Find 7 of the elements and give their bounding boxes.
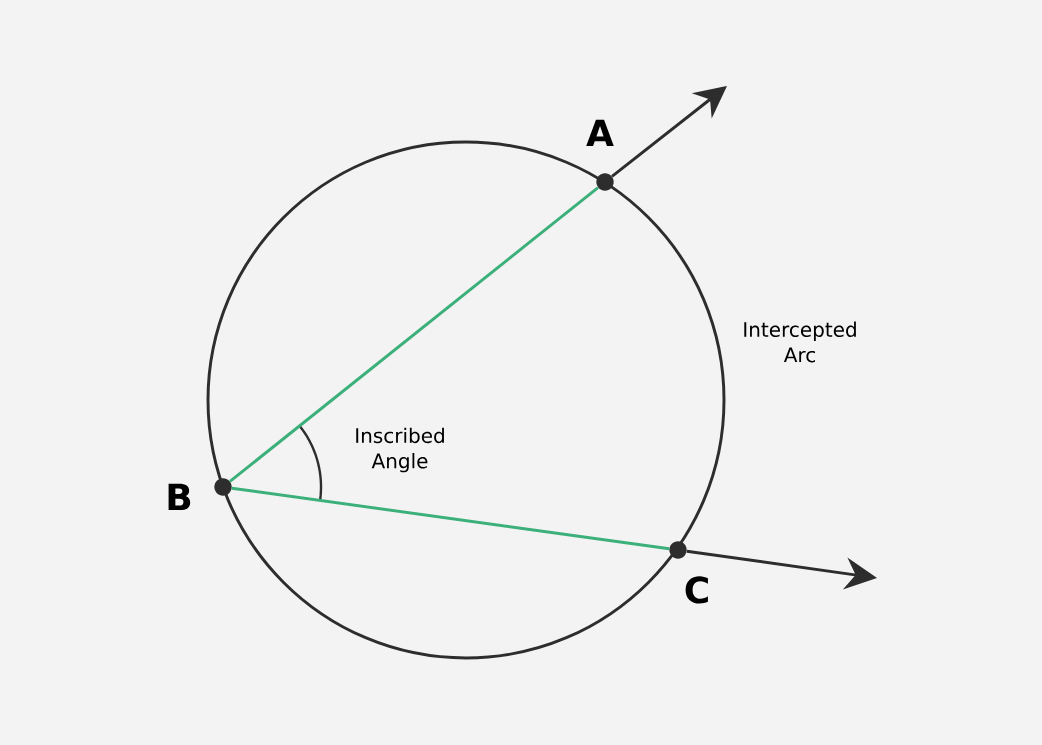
chord-line	[231, 486, 670, 551]
point-label: A	[586, 119, 614, 147]
chord-line	[229, 186, 599, 483]
point-label: B	[168, 483, 191, 511]
point-label: C	[685, 576, 708, 604]
annotation-text: Inscribed Angle	[356, 427, 444, 473]
annotation-text: Intercepted Arc	[744, 321, 856, 363]
